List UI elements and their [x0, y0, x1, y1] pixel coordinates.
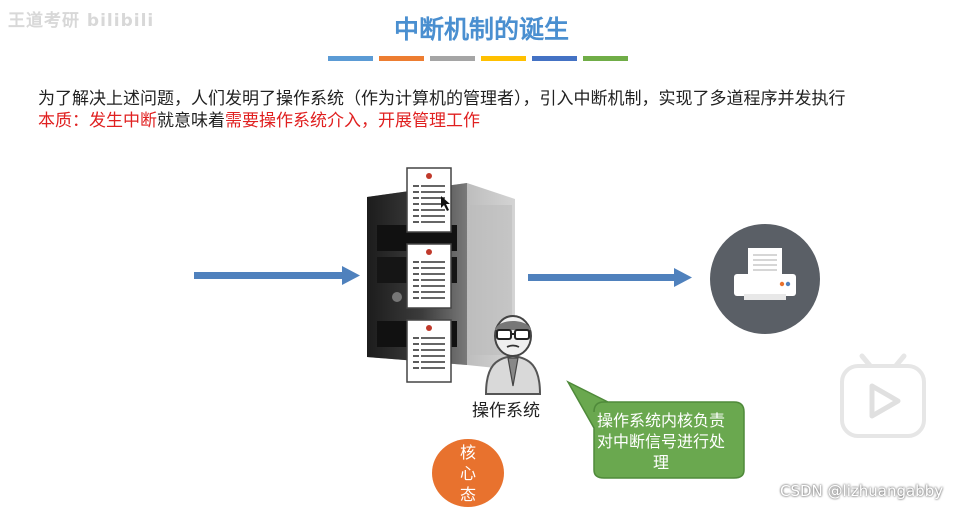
- essence-part-1: 本质：发生中断: [38, 111, 157, 131]
- color-stripe-5: [532, 56, 577, 61]
- core-state-badge: 核心态: [432, 439, 504, 507]
- color-stripe-2: [379, 56, 424, 61]
- color-stripe-4: [481, 56, 526, 61]
- essence-part-2: 就意味着: [157, 111, 225, 131]
- play-icon[interactable]: [838, 352, 928, 440]
- kernel-note-text: 操作系统内核负责对中断信号进行处理: [596, 411, 725, 472]
- kernel-note-bubble: [566, 380, 745, 479]
- essence-text: 本质：发生中断就意味着需要操作系统介入，开展管理工作: [38, 106, 480, 131]
- color-stripe-6: [583, 56, 628, 61]
- color-stripe-1: [328, 56, 373, 61]
- core-state-text: 核心态: [459, 442, 476, 504]
- color-stripe-3: [430, 56, 475, 61]
- output-arrow: [528, 268, 692, 287]
- csdn-credit: CSDN @lizhuangabby: [780, 482, 944, 500]
- slide-title: 中断机制的诞生: [393, 15, 569, 44]
- os-person-icon: [484, 315, 542, 395]
- os-label: 操作系统: [472, 401, 540, 421]
- essence-part-3: 需要操作系统介入，开展管理工作: [225, 111, 480, 131]
- bilibili-watermark: 王道考研 bilibili: [8, 11, 155, 31]
- input-arrow: [194, 266, 360, 285]
- title-color-bar: [328, 56, 628, 61]
- program-document-icon: [406, 167, 452, 383]
- printer-icon: [710, 224, 820, 334]
- intro-text: 为了解决上述问题，人们发明了操作系统（作为计算机的管理者），引入中断机制，实现了…: [38, 89, 846, 109]
